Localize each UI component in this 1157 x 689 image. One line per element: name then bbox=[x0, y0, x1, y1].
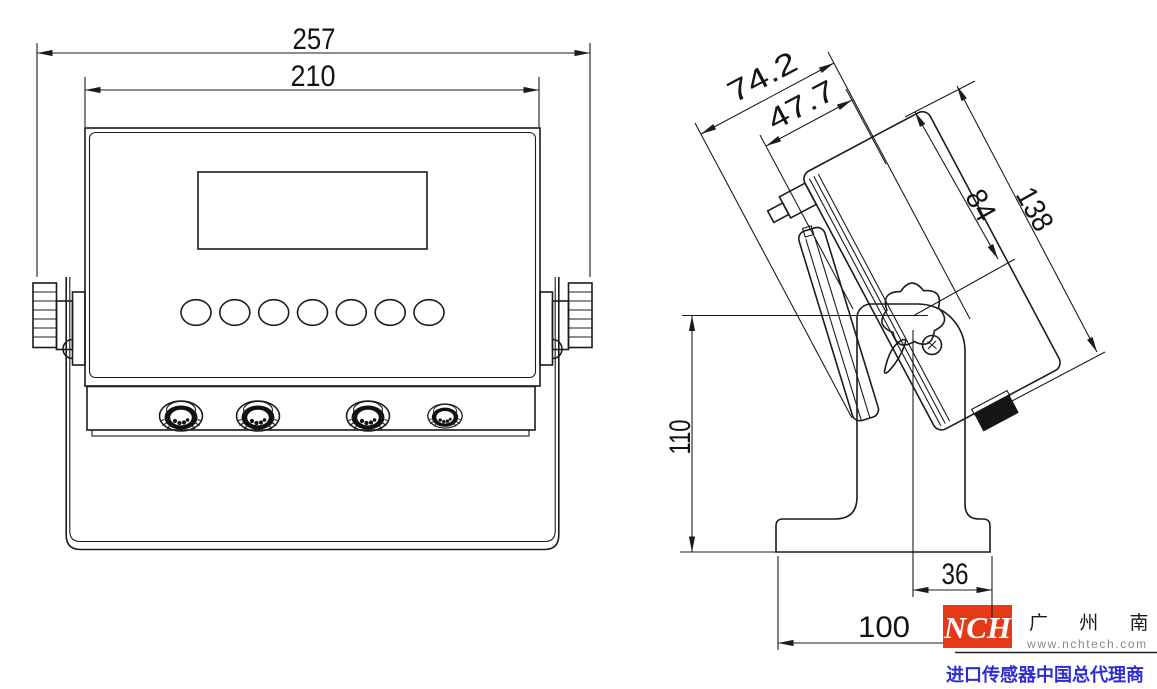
mounting-bracket-front bbox=[65, 277, 560, 551]
cable-connectors bbox=[158, 400, 463, 432]
clamp-knob-left bbox=[32, 282, 86, 366]
front-panel bbox=[88, 131, 537, 379]
side-view: 74.2 47.7 84 138 bbox=[664, 46, 1106, 650]
dim-label-100: 100 bbox=[858, 611, 910, 644]
logo-tagline: 进口传感器中国总代理商 bbox=[946, 664, 1144, 685]
side-connector-hatched bbox=[974, 395, 1019, 432]
mounting-bracket-side bbox=[797, 225, 880, 422]
keypad-buttons bbox=[180, 298, 445, 327]
pivot-screw bbox=[921, 334, 943, 356]
dim-front-total-width: 257 bbox=[36, 23, 591, 277]
dim-label-257: 257 bbox=[293, 23, 336, 56]
dim-label-210: 210 bbox=[291, 60, 336, 93]
logo-website: www.nchtech.com bbox=[1026, 637, 1148, 651]
dim-side-138: 138 bbox=[956, 85, 1106, 402]
dim-label-36: 36 bbox=[942, 558, 969, 591]
logo: NCH 广 州 南 创 www.nchtech.com 进口传感器中国总代理商 bbox=[943, 605, 1157, 685]
dim-label-84: 84 bbox=[958, 184, 1002, 227]
dim-side-100: 100 bbox=[777, 556, 992, 650]
dim-label-138: 138 bbox=[1009, 182, 1060, 237]
display-window bbox=[197, 171, 428, 250]
indicator-side bbox=[766, 110, 1061, 432]
dim-side-depth-body: 47.7 bbox=[759, 74, 887, 310]
logo-company: 广 州 南 创 bbox=[1029, 612, 1157, 634]
stand-column bbox=[775, 303, 991, 553]
clamp-knob-right bbox=[539, 282, 593, 366]
knob-lever-tail bbox=[883, 338, 907, 374]
indicator-housing bbox=[84, 127, 541, 387]
bottom-lip bbox=[91, 429, 530, 437]
bottom-strip bbox=[86, 385, 536, 431]
dim-side-110: 110 bbox=[664, 314, 928, 553]
dim-side-84: 84 bbox=[904, 80, 1016, 317]
pivot-knob bbox=[881, 282, 946, 374]
dim-label-110: 110 bbox=[664, 420, 697, 455]
front-view: 257 210 bbox=[32, 23, 593, 551]
logo-badge bbox=[943, 605, 1012, 648]
logo-brand: NCH bbox=[943, 610, 1012, 645]
dim-front-body-width: 210 bbox=[84, 60, 540, 127]
